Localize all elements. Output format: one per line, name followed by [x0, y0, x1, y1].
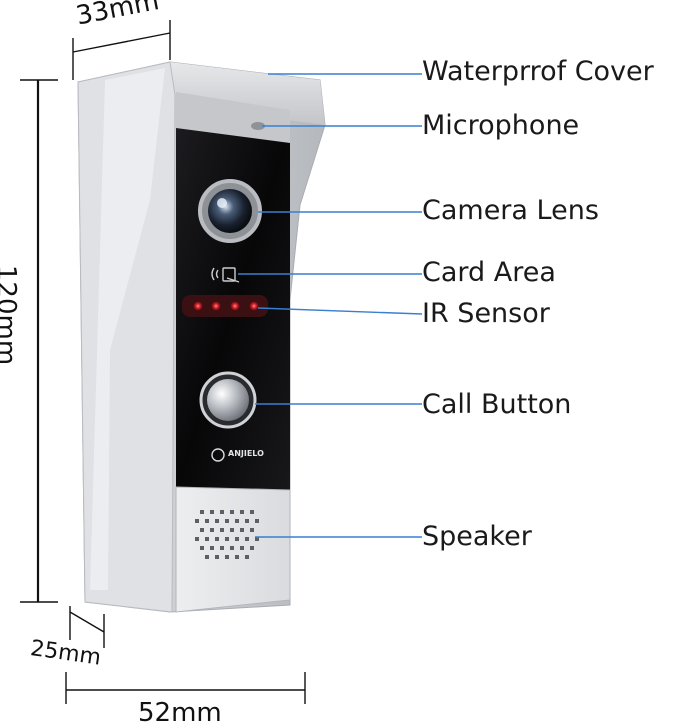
- label-camera-lens: Camera Lens: [422, 195, 599, 226]
- speaker-hole: [230, 510, 234, 514]
- leader-lines: [238, 73, 423, 538]
- microphone-hole: [251, 122, 265, 130]
- speaker-hole: [255, 519, 259, 523]
- speaker-hole: [200, 528, 204, 532]
- speaker-hole: [200, 510, 204, 514]
- speaker-hole: [230, 546, 234, 550]
- dim-height-label: 120mm: [0, 264, 22, 366]
- speaker-hole: [215, 537, 219, 541]
- speaker-hole: [240, 510, 244, 514]
- speaker-hole: [245, 555, 249, 559]
- speaker-hole: [240, 546, 244, 550]
- label-waterproof-cover: Waterprrof Cover: [422, 56, 654, 87]
- dim-depth-bottom-line: [69, 611, 105, 633]
- speaker-hole: [195, 537, 199, 541]
- speaker-hole: [205, 519, 209, 523]
- card-reader-icon: [211, 267, 240, 283]
- speaker-hole: [210, 546, 214, 550]
- speaker-hole: [255, 537, 259, 541]
- speaker-hole: [220, 546, 224, 550]
- speaker-hole: [235, 555, 239, 559]
- dim-width-label: 52mm: [138, 698, 222, 728]
- speaker-hole: [250, 528, 254, 532]
- ir-led: [230, 301, 240, 311]
- speaker-hole: [210, 528, 214, 532]
- speaker-hole: [245, 537, 249, 541]
- ir-strip: [182, 295, 268, 317]
- speaker-hole: [250, 510, 254, 514]
- speaker-hole: [215, 519, 219, 523]
- speaker-hole: [225, 519, 229, 523]
- speaker-hole: [205, 555, 209, 559]
- speaker-hole: [215, 555, 219, 559]
- dimension-lines: [20, 20, 306, 704]
- speaker-hole: [205, 537, 209, 541]
- label-microphone: Microphone: [422, 110, 580, 141]
- brand-logo: ANJIELO: [228, 449, 264, 458]
- lens-glint: [217, 198, 227, 208]
- label-call-button: Call Button: [422, 389, 572, 420]
- camera-lens: [208, 189, 252, 233]
- speaker-hole: [240, 528, 244, 532]
- dim-depth-top-line: [72, 32, 171, 53]
- call-button: [207, 379, 249, 421]
- logo-mark-icon: [211, 448, 225, 462]
- top-strip: [176, 92, 290, 143]
- speaker-hole: [210, 510, 214, 514]
- speaker-hole: [220, 510, 224, 514]
- ir-led: [211, 301, 221, 311]
- speaker-hole: [245, 519, 249, 523]
- speaker-hole: [220, 528, 224, 532]
- ir-led: [193, 301, 203, 311]
- speaker-hole: [235, 537, 239, 541]
- speaker-hole: [235, 519, 239, 523]
- label-card-area: Card Area: [422, 257, 556, 288]
- speaker-hole: [250, 546, 254, 550]
- label-ir-sensor: IR Sensor: [422, 298, 550, 329]
- speaker-holes: [195, 510, 259, 559]
- speaker-hole: [225, 555, 229, 559]
- speaker-hole: [225, 537, 229, 541]
- speaker-hole: [200, 546, 204, 550]
- label-speaker: Speaker: [422, 521, 532, 552]
- speaker-hole: [195, 519, 199, 523]
- hood-interior: [170, 62, 325, 125]
- ir-led: [249, 301, 259, 311]
- leader-ir-sensor: [257, 307, 423, 315]
- speaker-hole: [230, 528, 234, 532]
- hood-highlight: [90, 68, 165, 590]
